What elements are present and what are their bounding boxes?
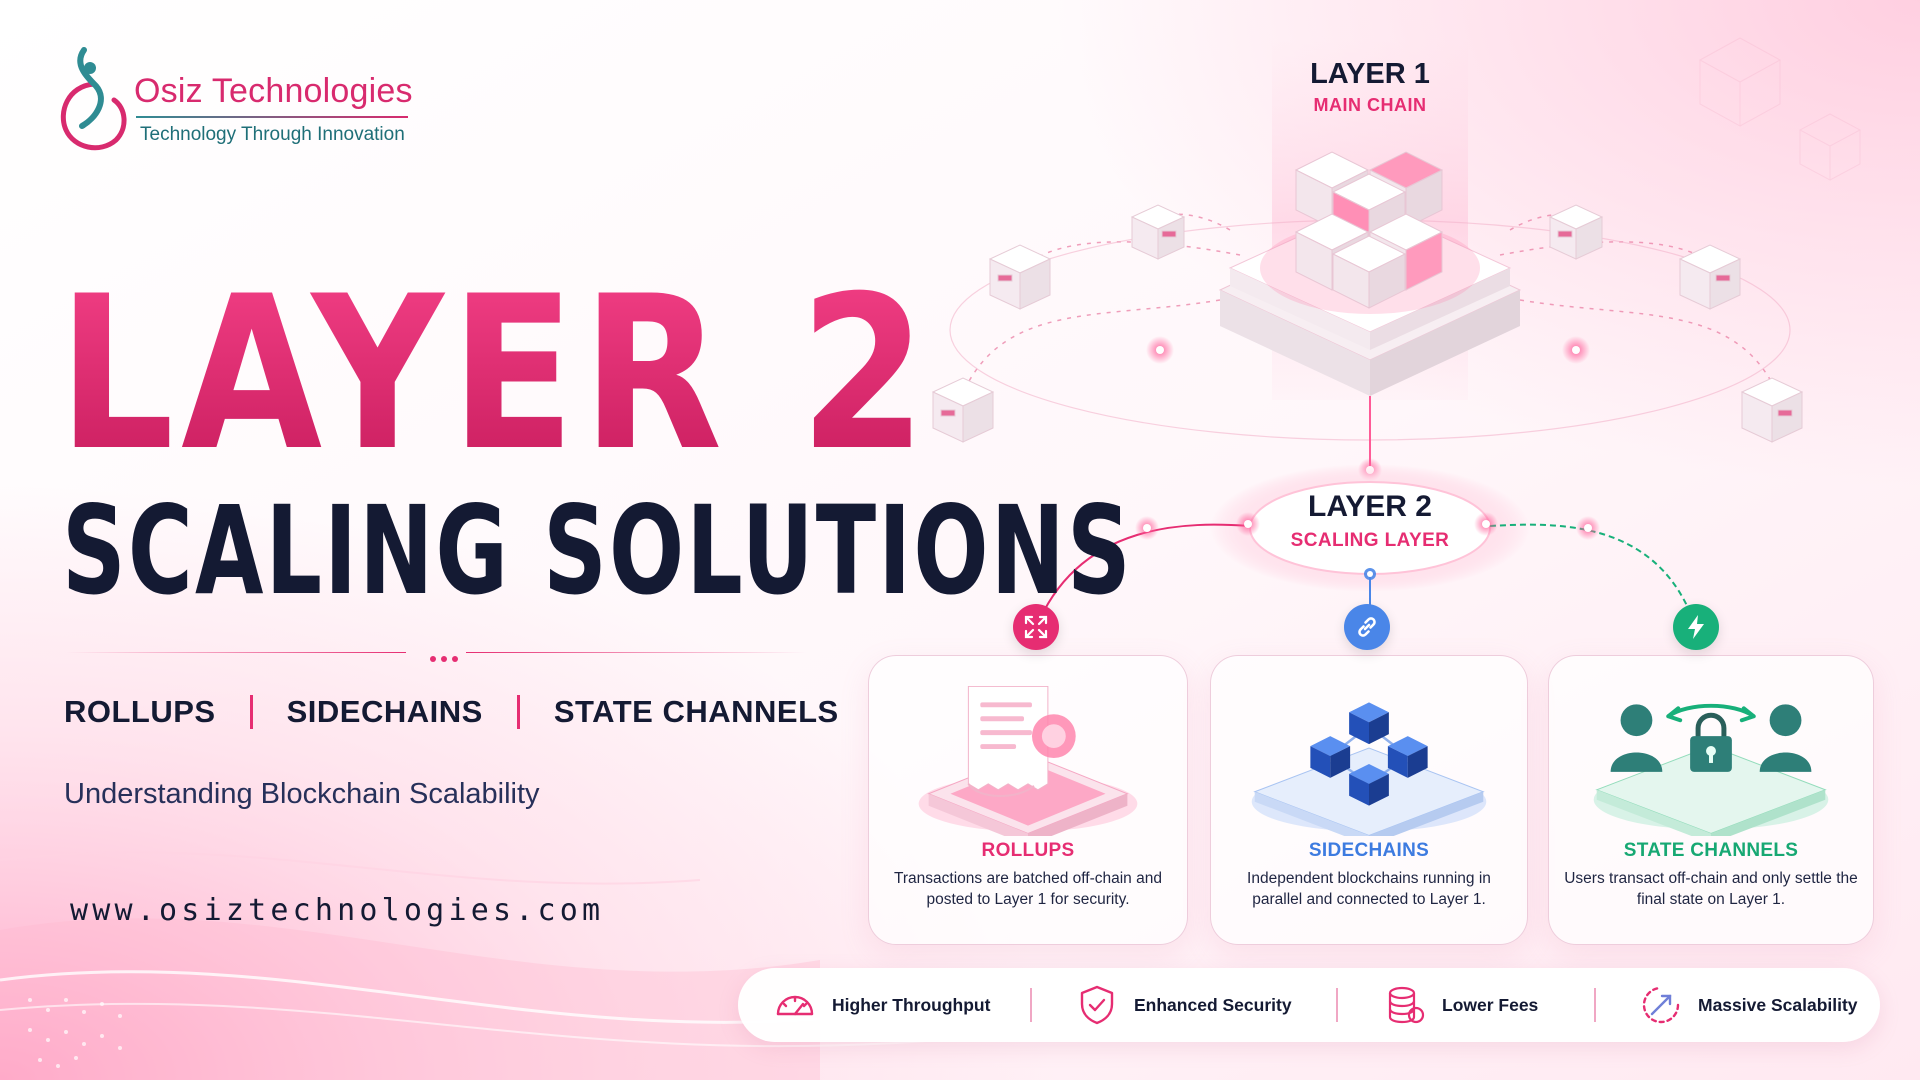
- layer2-title: LAYER 2: [1308, 490, 1432, 523]
- shield-check-icon: [1080, 985, 1114, 1025]
- website-link[interactable]: www.osiztechnologies.com: [70, 893, 605, 928]
- rollups-card[interactable]: ROLLUPS Transactions are batched off-cha…: [868, 655, 1188, 945]
- rollups-description: Transactions are batched off-chain and p…: [894, 870, 1162, 908]
- users-padlock-icon: [1593, 703, 1829, 836]
- speedometer-icon: [776, 995, 814, 1016]
- headline-subtitle: SCALING SOLUTIONS: [62, 480, 1133, 622]
- layer1-label: LAYER 1 MAIN CHAIN: [1265, 58, 1475, 116]
- divider-line-right: [466, 652, 806, 653]
- page-tagline: Understanding Blockchain Scalability: [64, 778, 540, 810]
- benefit-massive-scalability: Massive Scalability: [1596, 968, 1880, 1042]
- brand-rule: [136, 116, 408, 118]
- benefit-separator: [1594, 988, 1596, 1022]
- benefit-label: Lower Fees: [1442, 994, 1539, 1015]
- topic-list: ROLLUPS SIDECHAINS STATE CHANNELS: [64, 694, 839, 730]
- layer1-subtitle: MAIN CHAIN: [1313, 95, 1427, 115]
- benefit-higher-throughput: Higher Throughput: [738, 968, 1030, 1042]
- layer1-title: LAYER 1: [1310, 58, 1430, 90]
- receipt-scroll-icon: [918, 685, 1138, 836]
- topic-rollups: ROLLUPS: [64, 694, 216, 729]
- layer2-subtitle: SCALING LAYER: [1290, 530, 1450, 551]
- layer-diagram: [931, 40, 1804, 629]
- rollups-title: ROLLUPS: [981, 840, 1075, 861]
- benefit-label: Massive Scalability: [1698, 994, 1858, 1015]
- brand-logo[interactable]: Osiz Technologies Technology Through Inn…: [56, 42, 416, 162]
- brand-name: Osiz Technologies: [134, 72, 413, 110]
- state-channels-title: STATE CHANNELS: [1623, 840, 1799, 861]
- headline-title: LAYER 2: [58, 250, 934, 497]
- topic-separator: [516, 695, 520, 729]
- scale-arrow-icon: [1642, 986, 1680, 1024]
- layer2-label: LAYER 2 SCALING LAYER: [1250, 470, 1490, 580]
- sidechains-card[interactable]: SIDECHAINS Independent blockchains runni…: [1210, 655, 1528, 945]
- benefit-separator: [1336, 988, 1338, 1022]
- satellite-cube: [931, 204, 1804, 443]
- benefit-separator: [1030, 988, 1032, 1022]
- sidechains-title: SIDECHAINS: [1308, 840, 1430, 861]
- main-chain-cube-cluster: [1294, 151, 1444, 309]
- headline-divider: [66, 646, 806, 662]
- benefit-label: Higher Throughput: [832, 994, 991, 1015]
- state-channels-description: Users transact off-chain and only settle…: [1564, 870, 1858, 908]
- topic-state-channels: STATE CHANNELS: [553, 694, 839, 729]
- coin-stack-icon: [1388, 986, 1425, 1024]
- topic-sidechains: SIDECHAINS: [286, 694, 483, 729]
- benefit-label: Enhanced Security: [1134, 994, 1292, 1015]
- brand-tagline: Technology Through Innovation: [140, 124, 405, 145]
- expand-arrows-icon: [1013, 604, 1059, 650]
- lightning-icon: [1673, 604, 1719, 650]
- benefit-enhanced-security: Enhanced Security: [1032, 968, 1336, 1042]
- osiz-logo-icon: [60, 47, 127, 151]
- connected-cubes-icon: [1251, 702, 1487, 836]
- link-icon: [1344, 604, 1390, 650]
- sidechains-description: Independent blockchains running in paral…: [1247, 870, 1491, 908]
- topic-separator: [249, 695, 253, 729]
- divider-line-left: [66, 652, 406, 653]
- benefit-lower-fees: Lower Fees: [1338, 968, 1594, 1042]
- state-channels-card[interactable]: STATE CHANNELS Users transact off-chain …: [1548, 655, 1874, 945]
- benefits-bar: Higher Throughput Enhanced Security Lowe…: [738, 968, 1880, 1042]
- divider-dots: [430, 649, 470, 662]
